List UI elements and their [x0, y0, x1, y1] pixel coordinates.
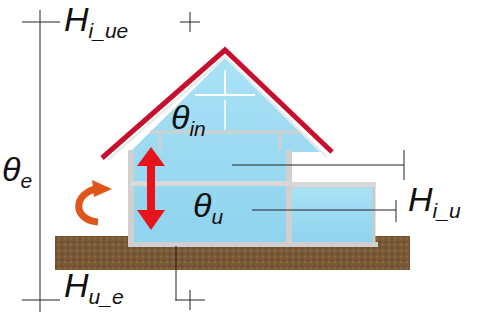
annex [288, 186, 374, 244]
heat-flow-arrow [137, 147, 165, 230]
wall [286, 150, 292, 246]
ground-heat-arrow [79, 180, 112, 222]
dimension-lines [22, 10, 404, 312]
roof-beam [195, 94, 255, 96]
attic-post [159, 132, 162, 150]
symbol-label: θe [2, 152, 32, 191]
symbol-label: Hi_u [408, 182, 461, 221]
ridge-post [224, 70, 226, 95]
symbol-label: θin [171, 100, 206, 139]
attic-post [279, 132, 282, 150]
wall [128, 150, 134, 246]
roof-underside [108, 57, 327, 160]
window-line [224, 100, 226, 130]
base-slab [128, 242, 378, 247]
symbol-label: Hi_ue [64, 2, 128, 41]
annex-roof [286, 182, 376, 187]
symbol-label: θu [193, 188, 223, 227]
roof [102, 50, 332, 158]
symbol-label: Hu_e [64, 268, 124, 307]
